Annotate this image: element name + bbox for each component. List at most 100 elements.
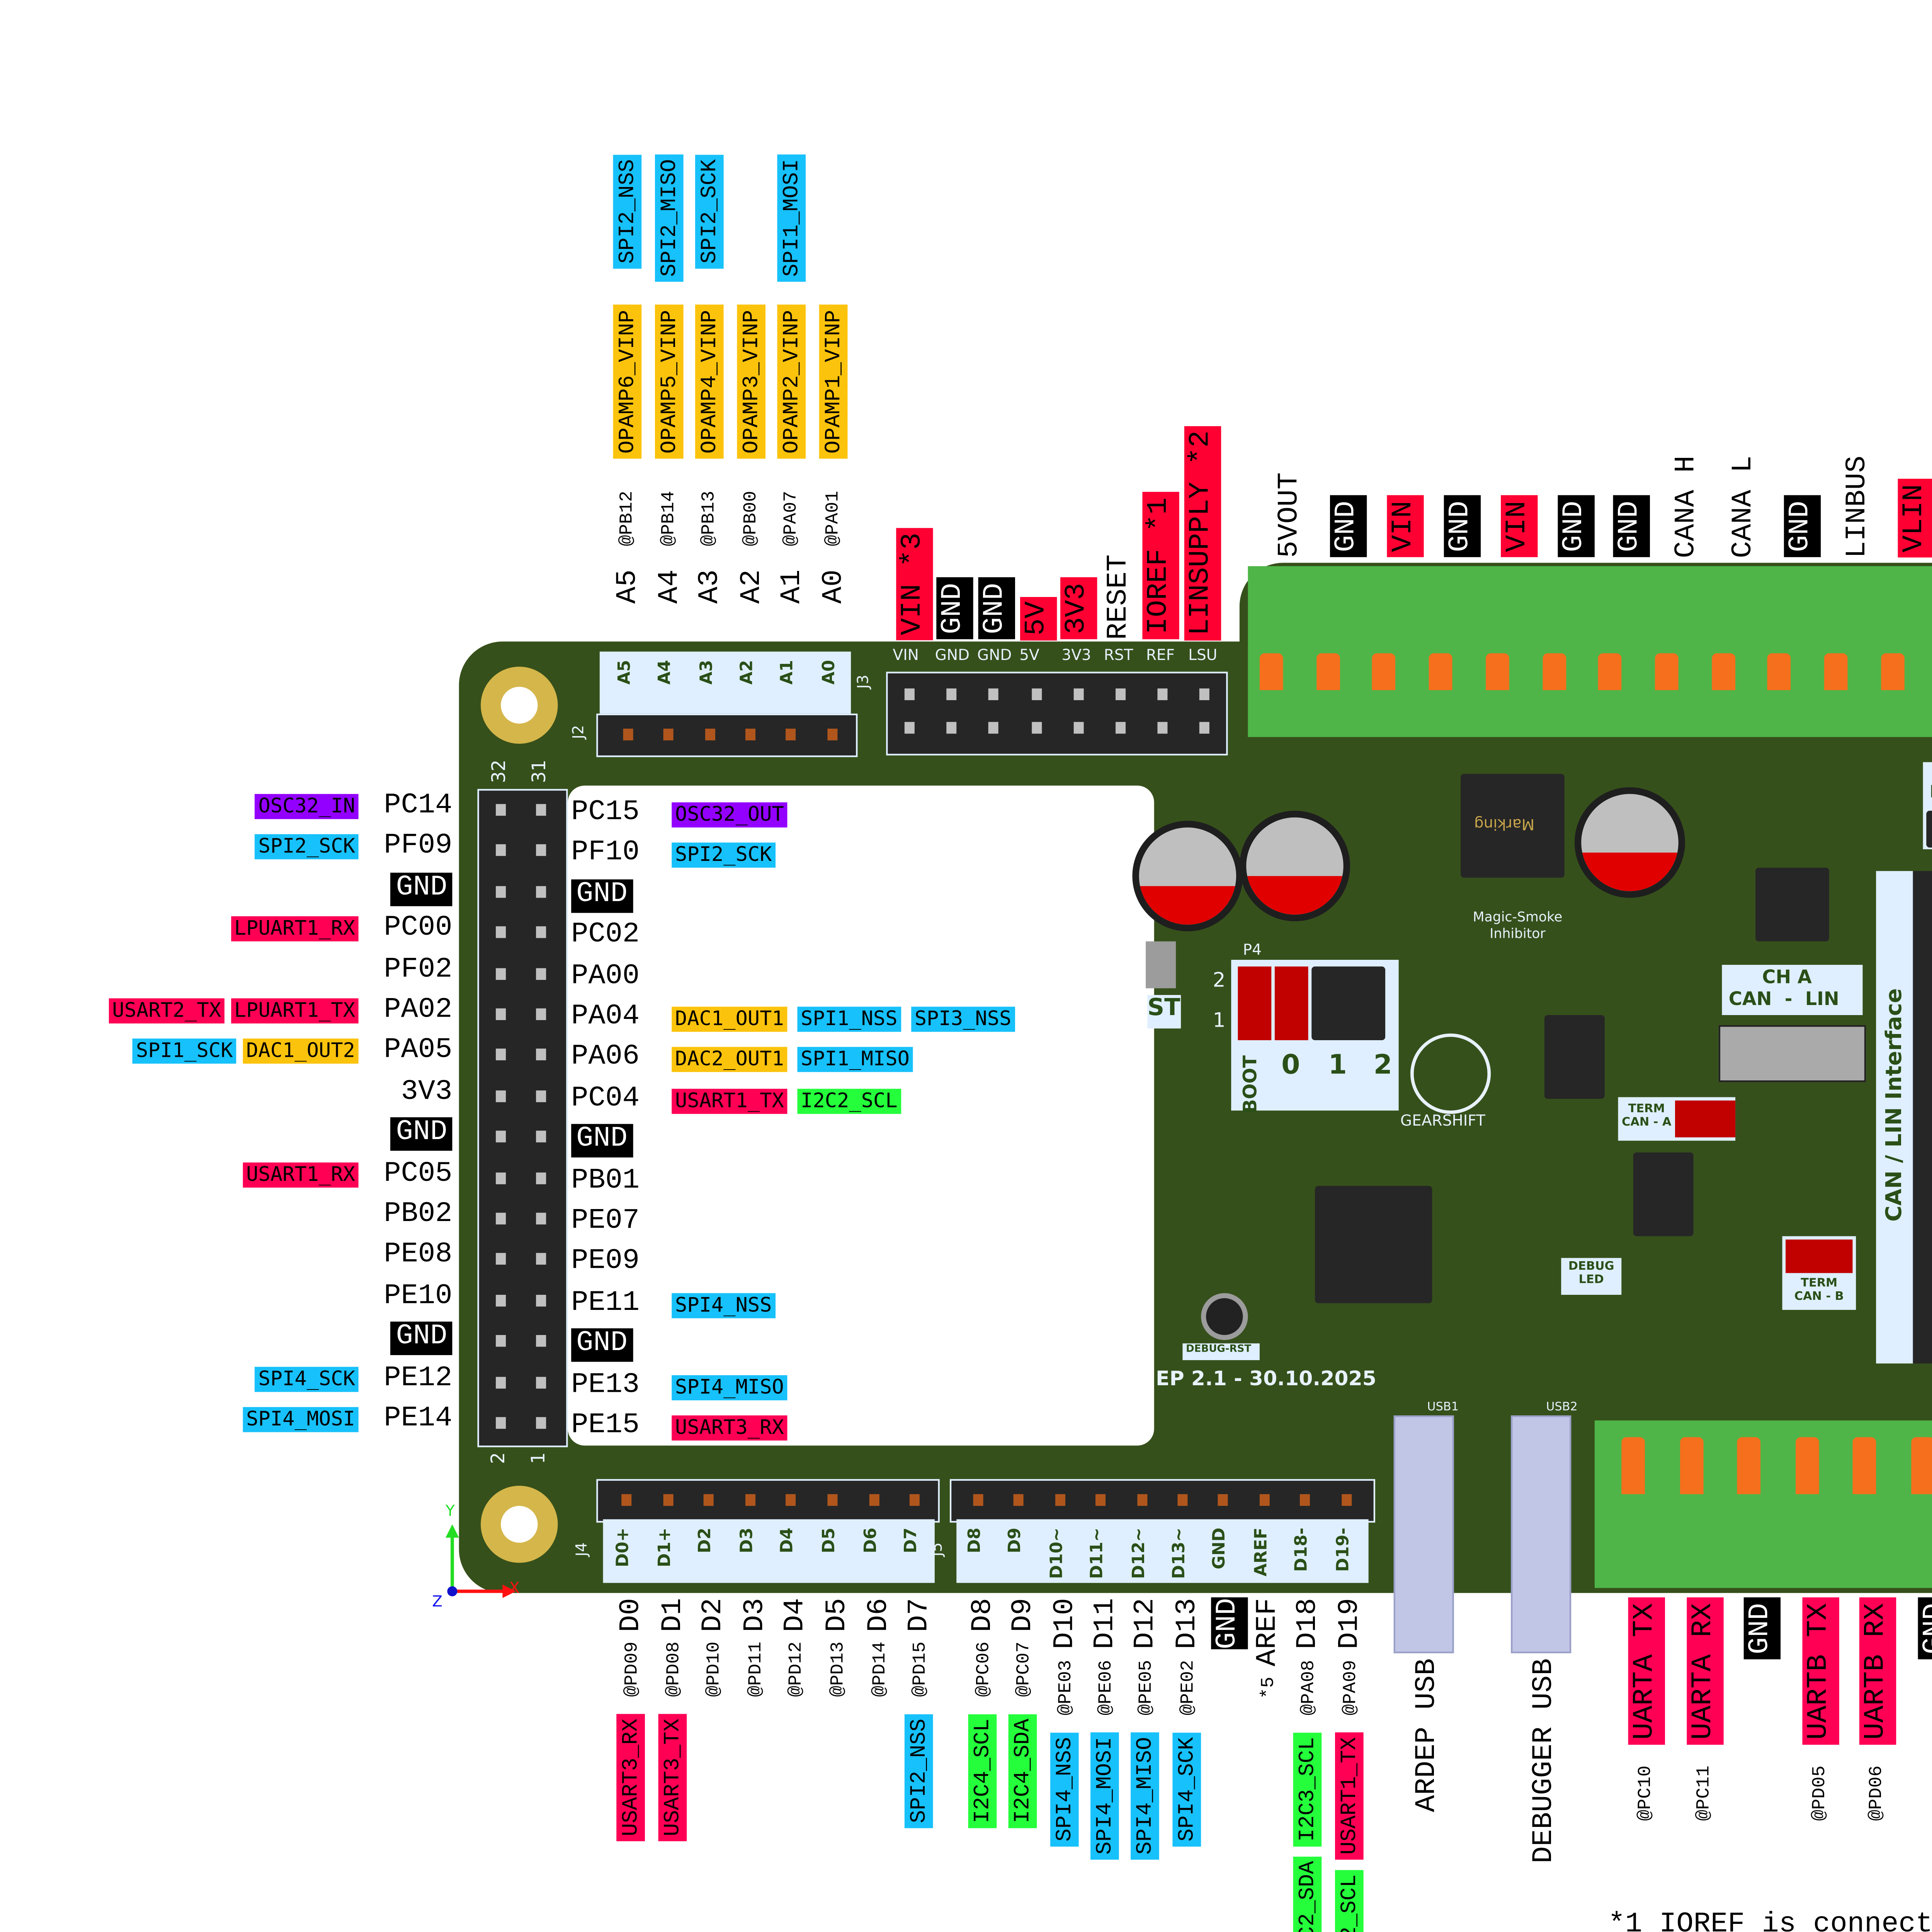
outer-function-tag: SPI4_MOSI [243,1407,359,1432]
j4-pad [869,1494,879,1506]
j3-pad [1116,722,1126,734]
terminal-pin-label: VIN [1500,496,1537,557]
j3-pad [1031,722,1041,734]
analog-function-tag: SPI2_MISO [654,154,683,282]
j7-lever[interactable] [1737,1437,1761,1494]
j3-pad [947,722,957,734]
digital-function-tag: USART3_RX [616,1713,645,1842]
j6-lever[interactable] [1598,653,1622,690]
digital-port: @PE03 [1056,1660,1077,1716]
terminal-pin-label: GND [1443,496,1480,557]
analog-function-tag: OPAMP3_VINP [736,304,765,459]
j1-pad [536,1131,546,1143]
j1-pad [496,1008,506,1020]
gearshift-label: GEARSHIFT [1400,1114,1485,1131]
digital-port: @PD09 [623,1641,643,1697]
boot-jumper-1[interactable] [1274,966,1308,1041]
j1-pin-1: 1 [527,1452,549,1464]
j2-pad [704,728,715,741]
j6-lever[interactable] [1316,653,1340,690]
j7-lever[interactable] [1853,1437,1877,1494]
inner-function-tag: USART3_RX [672,1415,787,1441]
j5-silk-label: D18- [1293,1527,1312,1572]
j6-lever[interactable] [1542,653,1566,690]
j1-pad [536,804,546,816]
boot-label: BOOT [1239,1055,1262,1114]
j7-pin-label: GND [1918,1598,1932,1660]
term-can-a-jumper[interactable] [1675,1100,1736,1138]
j6-lever[interactable] [1429,653,1452,690]
analog-function-tag: SPI2_NSS [613,154,642,269]
j2-silk-label: A5 [616,660,635,685]
digital-pin-name: D2 [699,1598,731,1633]
ch-a-slide-switch[interactable] [1718,1025,1866,1082]
chip-u1-1 [1633,1152,1694,1236]
j7-lever[interactable] [1679,1437,1703,1494]
j4-silk-label: D3 [738,1527,757,1553]
outer-function-tag: USART2_TX [109,998,224,1024]
j6-lever[interactable] [1767,653,1791,690]
j7-lever[interactable] [1621,1437,1645,1494]
debug-reset-button[interactable] [1201,1293,1248,1340]
digital-pin-name: AREF [1253,1598,1285,1667]
j4-silk-label: D7 [903,1527,922,1553]
j3-ref: J3 [856,675,873,689]
digital-port: @PD13 [829,1641,849,1697]
boot-header-open [1311,966,1386,1041]
j1-pad [536,886,546,898]
j6-lever[interactable] [1880,653,1904,690]
digital-pin-name: D0 [616,1598,648,1633]
terminal-pin-label: GND [1614,496,1651,557]
j4-header [596,1479,940,1523]
analog-port: @PB12 [618,491,638,546]
j1-pad [496,886,506,898]
j6-lever[interactable] [1655,653,1679,690]
j1-pin-2: 2 [487,1452,509,1464]
j5-silk-label: AREF [1252,1527,1271,1577]
outer-pin-name: GND [391,872,452,906]
j6-lever[interactable] [1824,653,1848,690]
j3-header [886,672,1228,756]
j3-pad [989,722,999,734]
j6-lever[interactable] [1711,653,1735,690]
inner-label-panel [568,786,1154,1446]
outer-pin-name: PE12 [384,1362,452,1395]
digital-function-tag: I2C4_SCL [968,1713,997,1828]
j7-lever[interactable] [1795,1437,1819,1494]
terminal-pin-label: VLIN [1898,479,1932,558]
mcu-chip [1315,1186,1432,1303]
j1-pad [496,1131,506,1143]
usb2-debugger-connector[interactable] [1511,1415,1571,1653]
j1-header [477,789,568,1447]
lin-sup-pin-open [1926,811,1932,848]
term-can-b-jumper[interactable] [1786,1239,1853,1273]
j4-silk-label: D2 [697,1527,716,1553]
digital-function-tag: SPI4_SCK [1172,1732,1201,1847]
j1-pin-32: 32 [488,759,510,783]
j3-pad [947,688,957,701]
j7-lever[interactable] [1911,1437,1932,1494]
inner-pin-name: PC02 [571,920,640,952]
usb1-ardep-connector[interactable] [1393,1415,1454,1653]
digital-pin-name: D7 [905,1598,937,1633]
outer-pin-name: PC14 [384,791,452,823]
j1-pad [496,1049,506,1061]
boot-jumper-0[interactable] [1238,966,1272,1041]
j5-ref: J5 [930,1542,947,1557]
reset-button[interactable] [1146,941,1176,988]
j5-silk-label: D11~ [1089,1527,1108,1579]
j4-pad [827,1494,838,1506]
j4-ref: J4 [575,1542,592,1557]
j6-lever[interactable] [1259,653,1283,690]
j1-pin-31: 31 [528,759,551,783]
j6-lever[interactable] [1485,653,1509,690]
usb2-ref: USB2 [1546,1400,1578,1414]
terminal-pin-label: LINBUS [1842,456,1874,558]
power-pin-label: VIN *3 [896,527,933,640]
analog-function-tag: SPI1_MOSI [777,154,806,282]
j6-lever[interactable] [1372,653,1396,690]
j3-silk-label: GND [977,648,1012,665]
j1-pad [536,1253,546,1265]
inner-pin-name: PE09 [571,1247,640,1279]
digital-pin-name: D9 [1009,1598,1041,1633]
